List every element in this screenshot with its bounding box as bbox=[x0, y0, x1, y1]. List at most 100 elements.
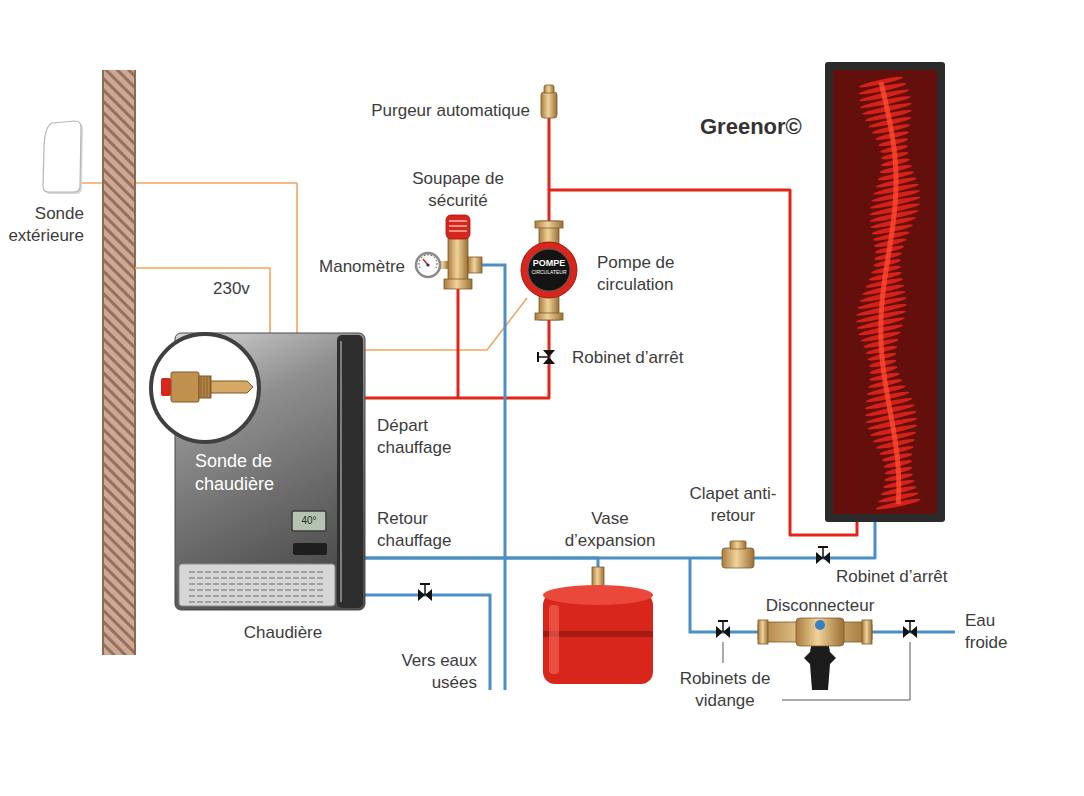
supply-pipe-riser bbox=[457, 288, 460, 398]
safety-valve bbox=[444, 215, 482, 289]
boiler-display-outline-part bbox=[292, 511, 326, 531]
pump-wire bbox=[365, 298, 527, 350]
backflow-preventer bbox=[758, 618, 872, 690]
boiler-sensor-zoom-outline-part bbox=[201, 376, 202, 398]
boiler-sensor-zoom-outline-part bbox=[151, 334, 259, 442]
drain-valve-part bbox=[722, 621, 724, 632]
vessel-name: Vase d’expansion bbox=[555, 508, 665, 552]
safety-valve-part bbox=[468, 257, 482, 273]
boiler-sensor-zoom-outline-part bbox=[207, 376, 208, 398]
zoom-caption: Sonde de chaudière bbox=[195, 450, 325, 496]
radiator-panel-outline-part bbox=[833, 70, 937, 514]
vessel-fitting bbox=[592, 567, 604, 586]
expansion-vessel-outline-part bbox=[543, 631, 653, 637]
pump-fittings-part bbox=[535, 313, 563, 320]
safety-valve-part bbox=[444, 279, 472, 289]
radiator-panel-outline-part bbox=[881, 82, 899, 504]
safety-valve-part bbox=[446, 215, 470, 239]
display-reading: 40° bbox=[292, 514, 326, 528]
wall-part bbox=[103, 70, 135, 655]
drain-valve bbox=[716, 621, 730, 638]
part-name: Robinet d’arrêt bbox=[572, 347, 732, 369]
boiler-sensor-zoom-outline bbox=[149, 332, 261, 444]
boiler-outline-part bbox=[189, 577, 325, 578]
radiator-panel-outline-part bbox=[833, 70, 937, 514]
air-vent-part bbox=[544, 85, 554, 93]
outdoor-sensor: Sonde extérieure bbox=[42, 120, 82, 194]
circulation-pump: POMPECIRCULATEURPompe de circulation bbox=[521, 242, 577, 298]
discharge-pipe bbox=[470, 265, 505, 690]
part-name: Disconnecteur bbox=[755, 595, 885, 617]
boiler-sensor-zoom-outline-part bbox=[211, 381, 253, 393]
boiler-sensor-zoom-outline-part bbox=[171, 372, 199, 402]
boiler-outline-part bbox=[337, 335, 363, 608]
safety-valve-part bbox=[449, 226, 467, 227]
stop-valve bbox=[538, 350, 555, 364]
boiler-outline-part bbox=[189, 571, 325, 572]
pipe-name: Départ chauffage bbox=[377, 415, 477, 459]
boiler-outline-part bbox=[179, 564, 335, 606]
boiler-outline-part bbox=[189, 583, 325, 584]
air-vent bbox=[541, 85, 557, 118]
pressure-gauge-part bbox=[419, 255, 437, 268]
pipe-name: Vers eaux usées bbox=[377, 650, 477, 694]
wall-part bbox=[134, 70, 136, 655]
part-name: Manomètre bbox=[300, 256, 405, 278]
radiator-panel-outline-part bbox=[825, 62, 945, 522]
drain-valve-part bbox=[718, 620, 728, 622]
pipe-name: Eau froide bbox=[965, 610, 1025, 654]
part-name: Robinets de vidange bbox=[670, 668, 780, 712]
backflow-preventer-part bbox=[815, 620, 825, 630]
backflow-preventer-part bbox=[804, 641, 836, 690]
outdoor-sensor-outline bbox=[42, 120, 82, 194]
outdoor-sensor-outline-part bbox=[43, 121, 81, 192]
drain-valve-part bbox=[420, 583, 430, 585]
pump-fittings-part bbox=[535, 221, 563, 228]
air-vent-part bbox=[541, 92, 557, 118]
sensor-name: Sonde extérieure bbox=[0, 203, 84, 247]
check-valve-part bbox=[730, 541, 746, 549]
pump-brand-sub: CIRCULATEUR bbox=[521, 269, 577, 275]
drain-valve-part bbox=[424, 584, 426, 595]
power-wire bbox=[135, 268, 270, 333]
radiator-panel: Greenor© bbox=[825, 62, 945, 522]
expansion-vessel-outline-part bbox=[549, 605, 559, 674]
safety-valve-part bbox=[449, 231, 467, 232]
brand-name: Greenor© bbox=[700, 114, 818, 140]
wall-part bbox=[102, 70, 104, 655]
stop-valve-part bbox=[822, 547, 824, 558]
pressure-gauge bbox=[416, 253, 448, 277]
wall bbox=[103, 70, 135, 655]
pump-name: Pompe de circulation bbox=[597, 252, 717, 296]
boiler-outline-part bbox=[189, 595, 325, 596]
boiler-outline-part bbox=[189, 601, 325, 602]
boiler-outline-part bbox=[293, 543, 327, 555]
part-name: Soupape de sécurité bbox=[403, 168, 513, 212]
expansion-vessel: Vase d’expansion bbox=[543, 585, 653, 690]
safety-valve-part bbox=[449, 221, 467, 222]
boiler-outline-part bbox=[189, 589, 325, 590]
drain-valve-part bbox=[905, 620, 915, 622]
check-valve-part bbox=[722, 548, 754, 568]
circulation-pump-outline-part bbox=[521, 242, 577, 298]
pipe-name: Retour chauffage bbox=[377, 508, 477, 552]
boiler-name: Chaudière bbox=[228, 622, 338, 644]
leader-line-part bbox=[723, 642, 724, 663]
check-valve bbox=[722, 541, 754, 568]
air-vent-pipe bbox=[548, 116, 551, 190]
expansion-vessel-outline bbox=[543, 585, 653, 690]
boiler-sensor-zoom: Sonde de chaudière bbox=[149, 332, 261, 444]
boiler: Sonde de chaudière40°Chaudière bbox=[175, 333, 365, 610]
boiler-display: 40° bbox=[292, 511, 326, 531]
part-name: Robinet d’arrêt bbox=[836, 566, 996, 588]
boiler-sensor-zoom-outline-part bbox=[199, 376, 211, 398]
stop-valve bbox=[816, 547, 830, 564]
part-name: Purgeur automatique bbox=[330, 100, 530, 122]
pump-brand: POMPE bbox=[521, 258, 577, 268]
boiler-sensor-zoom-outline-part bbox=[204, 376, 205, 398]
radiator-panel-outline bbox=[825, 62, 945, 522]
supply-pipe bbox=[549, 190, 857, 535]
leader-line-part bbox=[782, 642, 910, 700]
backflow-preventer-part bbox=[796, 618, 844, 646]
backflow-preventer-part bbox=[862, 620, 872, 644]
